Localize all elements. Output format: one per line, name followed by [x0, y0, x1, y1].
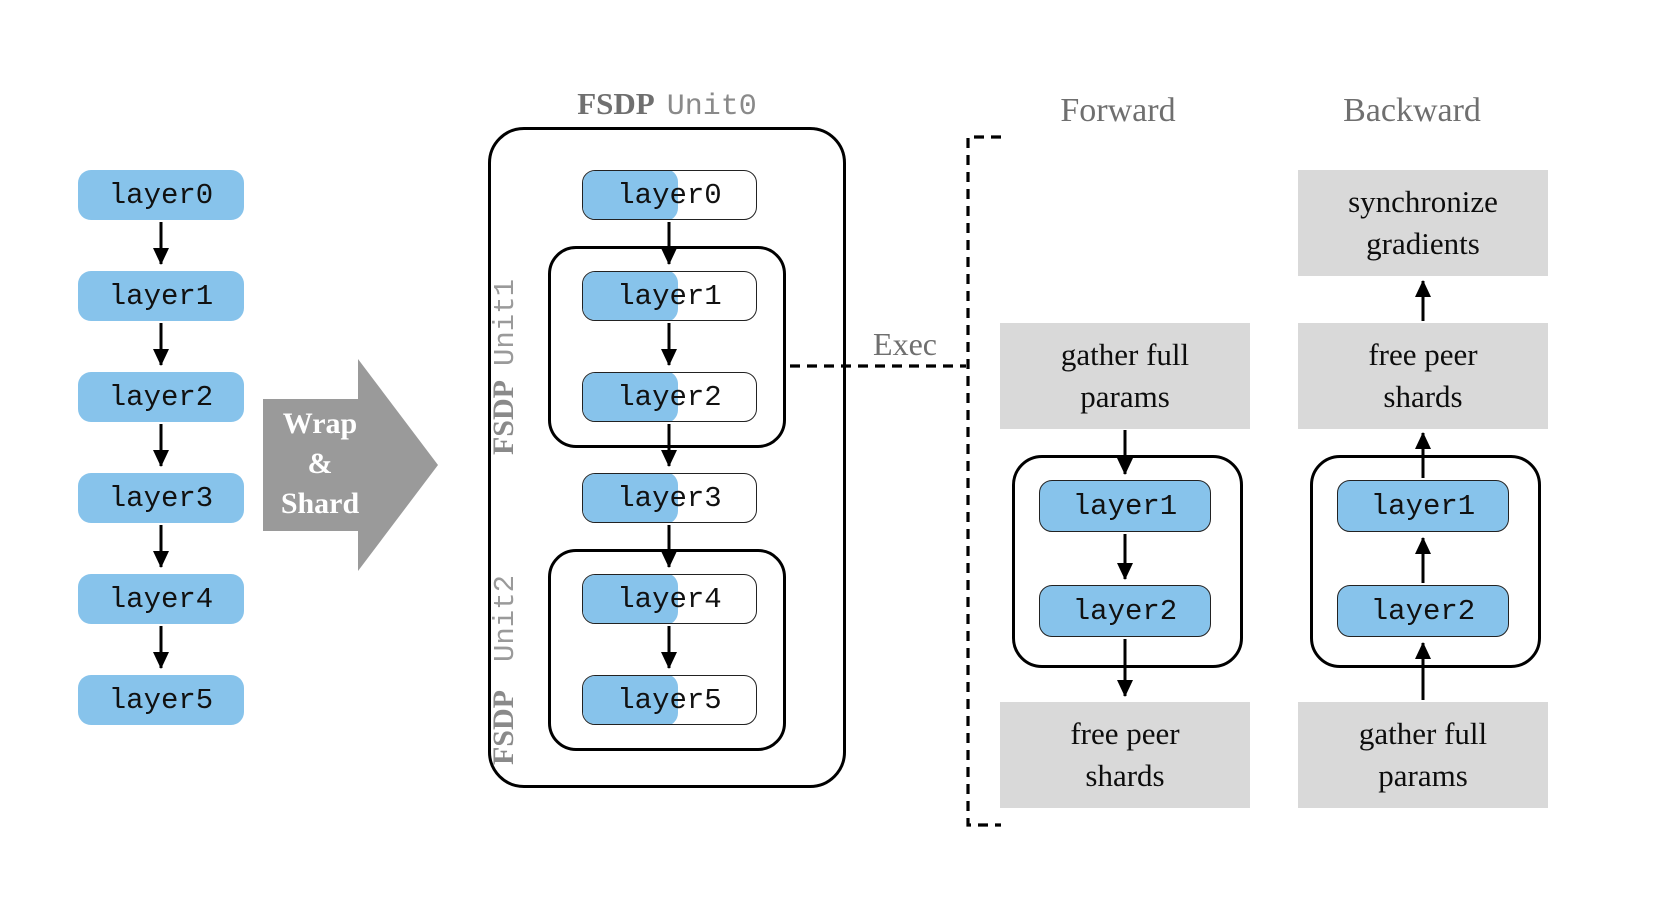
left-chain-layer0: layer0 [78, 170, 244, 220]
left-chain-layer3: layer3 [78, 473, 244, 523]
step-line: gradients [1366, 226, 1480, 261]
fsdp-unit2-label-serif: FSDP [487, 690, 520, 766]
fsdp-unit0-title: FSDP Unit0 [507, 86, 827, 124]
amp-line: & [307, 447, 333, 480]
left-chain-layer2: layer2 [78, 372, 244, 422]
layer-label: layer0 [108, 178, 214, 212]
forward-gather-full-params: gather full params [1000, 323, 1250, 429]
wrapped-layer4: layer4 [582, 574, 757, 624]
shard-shade [583, 373, 678, 421]
wrap-and-shard-label: Wrap & Shard [250, 404, 390, 524]
layer-label: layer5 [108, 683, 214, 717]
forward-free-peer-shards: free peer shards [1000, 702, 1250, 808]
shard-shade [583, 575, 678, 623]
step-line: gather full [1358, 716, 1488, 751]
layer-label: layer4 [108, 582, 214, 616]
fsdp-unit1-label-serif: FSDP [487, 380, 520, 456]
shard-shade [583, 474, 678, 522]
left-chain-layer4: layer4 [78, 574, 244, 624]
fsdp-unit0-title-mono: Unit0 [666, 90, 757, 124]
shard-line: Shard [280, 487, 360, 520]
fsdp-unit1-label-mono: Unit1 [489, 279, 522, 367]
step-line: gather full [1060, 337, 1190, 372]
wrapped-layer0: layer0 [582, 170, 757, 220]
step-line: free peer [1368, 337, 1478, 372]
fsdp-unit0-title-serif: FSDP [577, 86, 655, 121]
left-chain-layer5: layer5 [78, 675, 244, 725]
exec-dashed-bracket [966, 135, 1001, 827]
wrapped-layer5: layer5 [582, 675, 757, 725]
backward-layer2: layer2 [1337, 585, 1509, 637]
backward-free-peer-shards: free peer shards [1298, 323, 1548, 429]
fsdp-unit1-side-label: FSDP Unit1 [487, 247, 527, 487]
wrapped-layer1: layer1 [582, 271, 757, 321]
wrap-line: Wrap [282, 407, 358, 440]
shard-shade [583, 272, 678, 320]
backward-layer1: layer1 [1337, 480, 1509, 532]
layer-label: layer2 [617, 380, 722, 414]
layer-label: layer3 [617, 481, 722, 515]
layer-label: layer3 [108, 481, 214, 515]
wrapped-layer3: layer3 [582, 473, 757, 523]
left-chain-layer1: layer1 [78, 271, 244, 321]
layer-label: layer1 [108, 279, 214, 313]
wrapped-layer2: layer2 [582, 372, 757, 422]
layer-label: layer1 [617, 279, 722, 313]
fsdp-unit2-side-label: FSDP Unit2 [487, 550, 527, 790]
backward-gather-full-params: gather full params [1298, 702, 1548, 808]
layer-label: layer2 [108, 380, 214, 414]
layer-label: layer1 [1370, 489, 1476, 523]
step-line: shards [1085, 758, 1165, 793]
step-line: synchronize [1348, 184, 1498, 219]
exec-label: Exec [873, 326, 937, 362]
backward-synchronize-gradients: synchronize gradients [1298, 170, 1548, 276]
step-line: free peer [1070, 716, 1180, 751]
layer-label: layer2 [1072, 594, 1178, 628]
step-line: params [1378, 758, 1468, 793]
layer-label: layer1 [1072, 489, 1178, 523]
layer-label: layer4 [617, 582, 722, 616]
shard-shade [583, 676, 678, 724]
layer-label: layer5 [617, 683, 722, 717]
shard-shade [583, 171, 678, 219]
step-line: shards [1383, 379, 1463, 414]
fsdp-unit2-label-mono: Unit2 [489, 575, 522, 663]
backward-header: Backward [1343, 92, 1481, 129]
forward-header: Forward [1060, 92, 1176, 129]
forward-layer2: layer2 [1039, 585, 1211, 637]
step-line: params [1080, 379, 1170, 414]
forward-layer1: layer1 [1039, 480, 1211, 532]
layer-label: layer0 [617, 178, 722, 212]
layer-label: layer2 [1370, 594, 1476, 628]
